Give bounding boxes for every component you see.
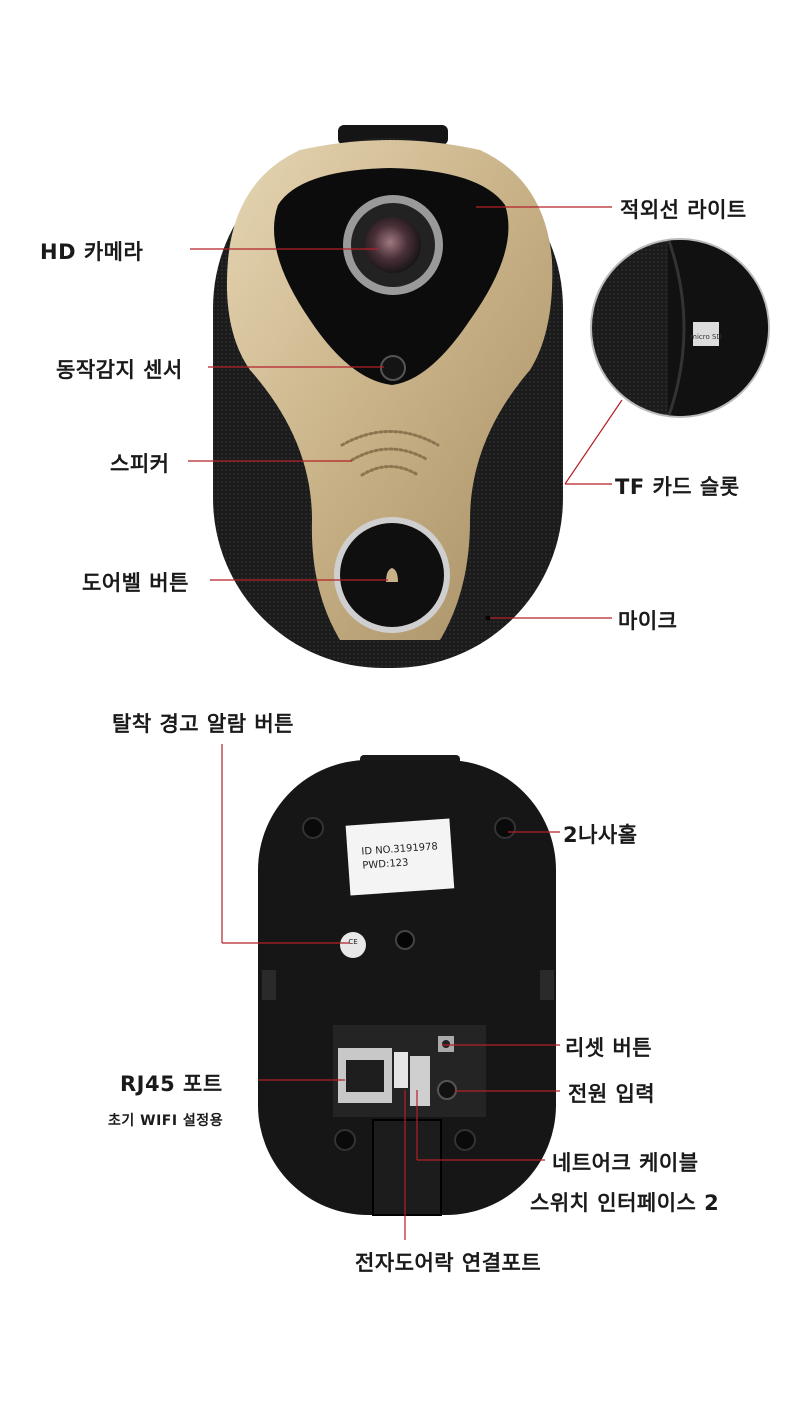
sd-card-marking: micro SD [690, 333, 722, 341]
screw-hole-top-left [302, 817, 324, 839]
label-network-cable-line2: 스위치 인터페이스 2 [530, 1191, 720, 1215]
bell-icon [386, 568, 398, 582]
sd-card-icon [693, 322, 719, 346]
label-microphone: 마이크 [618, 609, 678, 633]
label-network-cable-line1: 네트어크 케이블 [552, 1151, 699, 1175]
ce-mark: CE [348, 938, 357, 946]
network-switch-connector [394, 1052, 408, 1088]
label-tf-card-slot: TF 카드 슬롯 [615, 475, 740, 499]
screw-hole-bottom-left [334, 1129, 356, 1151]
leader-lines [188, 206, 623, 1240]
id-sticker: ID NO.3191978 PWD:123 [345, 818, 455, 896]
power-input-jack [437, 1080, 457, 1100]
ce-mark-sticker [340, 932, 366, 958]
label-power-input: 전원 입력 [568, 1082, 656, 1106]
microphone-hole [485, 615, 491, 621]
label-electronic-lock-port: 전자도어락 연결포트 [355, 1251, 542, 1275]
sticker-pwd: PWD:123 [362, 857, 409, 871]
label-motion-sensor: 동작감지 센서 [56, 358, 183, 382]
label-reset-button: 리셋 버튼 [565, 1036, 653, 1060]
screw-hole-bottom-right [454, 1129, 476, 1151]
label-rj45-note: 초기 WIFI 설정용 [108, 1113, 224, 1129]
motion-sensor [380, 355, 406, 381]
label-ir-light: 적외선 라이트 [620, 198, 747, 222]
hd-camera-lens [365, 217, 421, 273]
label-screw-hole: 2나사홀 [563, 823, 638, 847]
label-doorbell-button: 도어벨 버튼 [82, 571, 189, 595]
tamper-alarm-button[interactable] [395, 930, 415, 950]
door-lock-connector [410, 1056, 430, 1106]
label-tamper-alarm-button: 탈착 경고 알람 버튼 [112, 712, 294, 736]
label-speaker: 스피커 [110, 452, 170, 476]
back-device: ID NO.3191978 PWD:123 CE [258, 755, 556, 1216]
sticker-id: ID NO.3191978 [361, 841, 438, 857]
tf-card-inset: micro SD [590, 238, 770, 418]
label-hd-camera: HD 카메라 [40, 240, 144, 264]
label-rj45-port: RJ45 포트 [120, 1072, 223, 1096]
cable-channel [372, 1119, 442, 1216]
front-device [213, 125, 563, 668]
screw-hole-top-right [494, 817, 516, 839]
speaker-grille [340, 430, 440, 477]
